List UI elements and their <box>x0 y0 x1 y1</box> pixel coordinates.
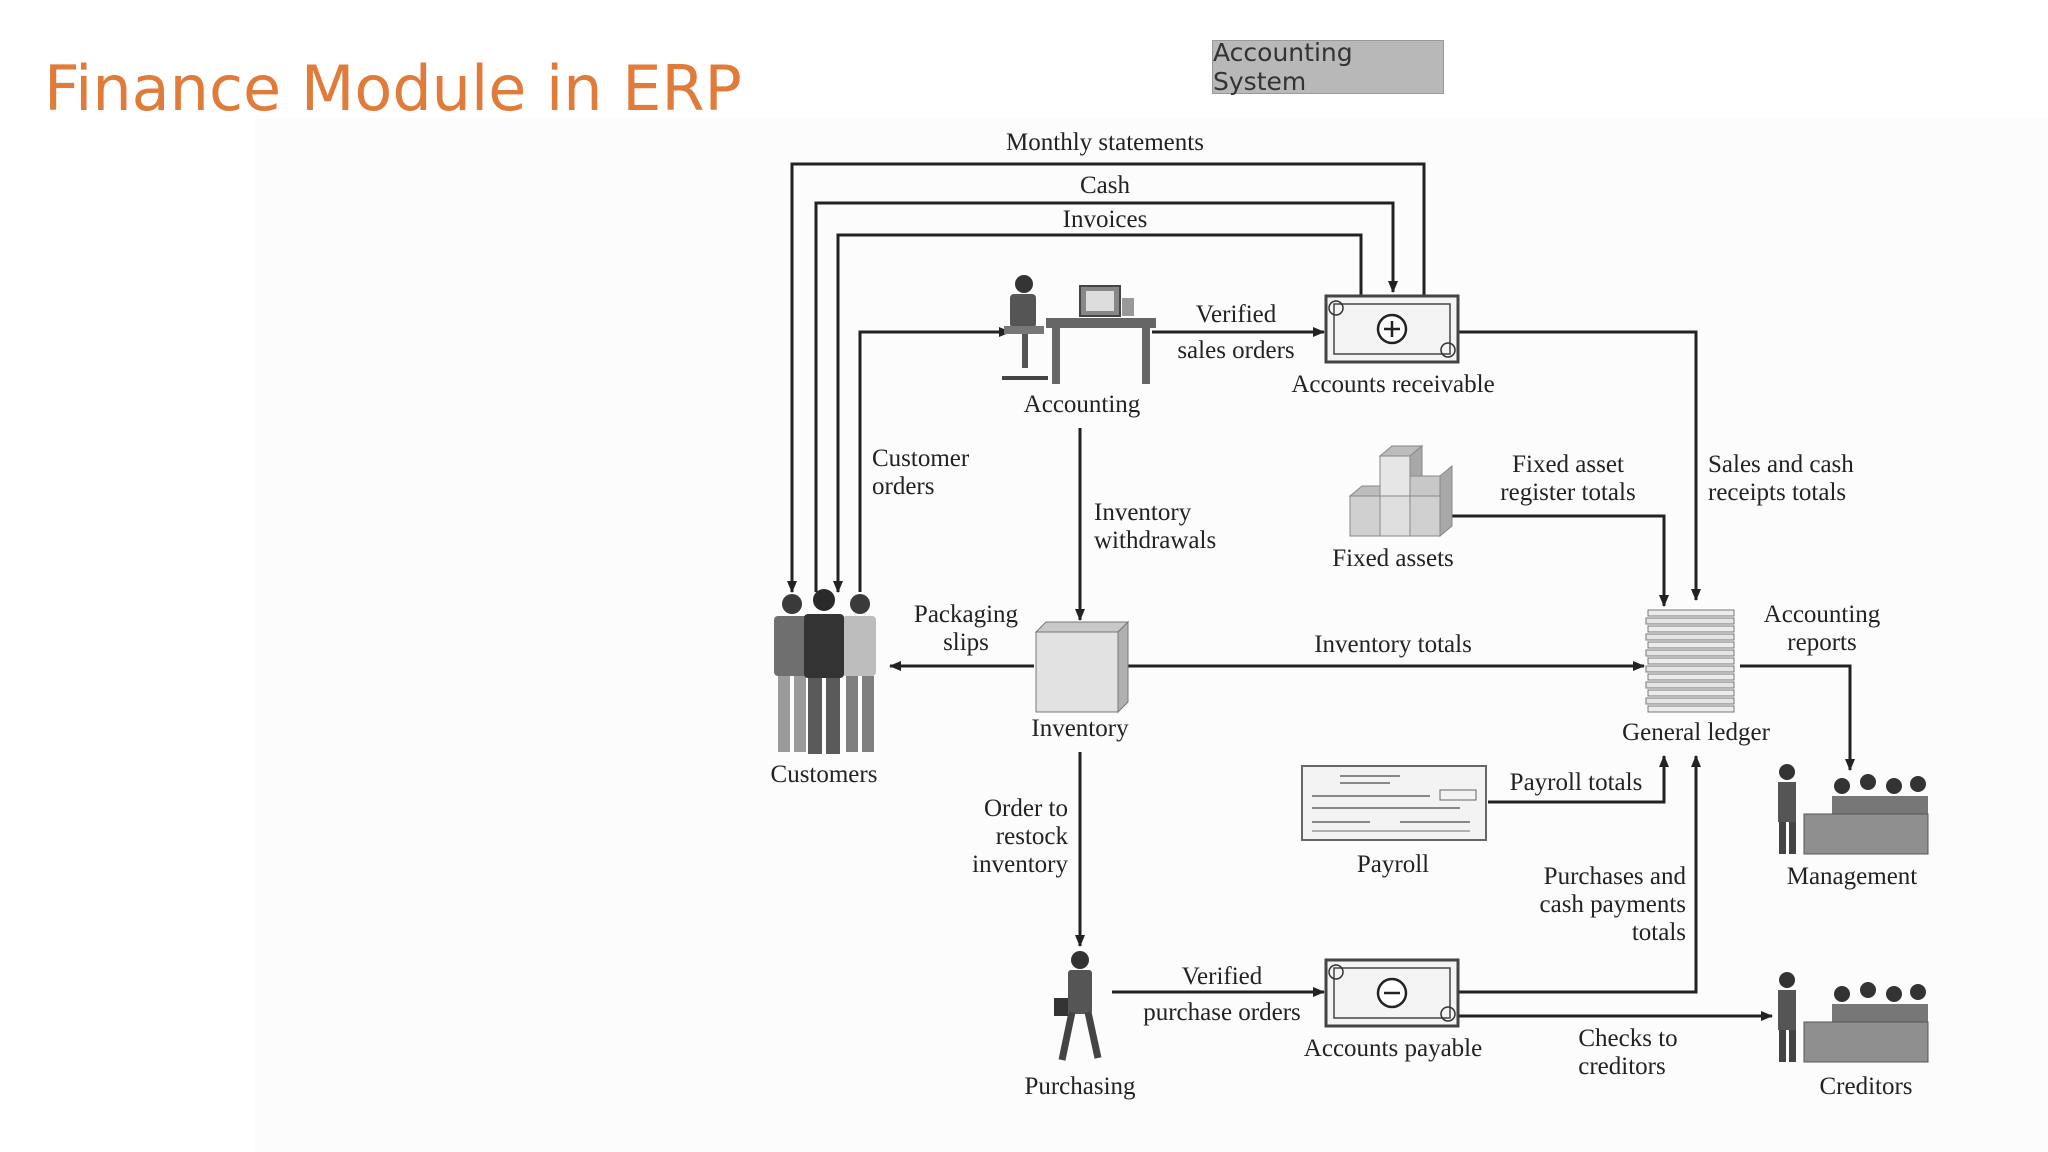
flow-sales-cash-receipts <box>1458 330 1701 601</box>
node-label-inventory: Inventory <box>1031 715 1129 742</box>
payroll-check-icon <box>1301 765 1487 841</box>
node-label-accounting: Accounting <box>1024 391 1141 418</box>
accounts-payable-icon <box>1324 958 1460 1028</box>
flow-cash <box>814 201 1398 592</box>
management-meeting-icon <box>1778 764 1929 855</box>
purchasing-person-icon <box>1054 951 1102 1061</box>
node-label-customers: Customers <box>771 761 878 788</box>
label-customer-orders-1: Customer <box>872 445 970 472</box>
label-inventory-totals: Inventory totals <box>1314 631 1472 658</box>
diagram-background <box>255 118 2048 1152</box>
node-label-accounts-payable: Accounts payable <box>1304 1035 1482 1062</box>
label-order-to-restock-2: restock <box>996 823 1069 850</box>
label-order-to-restock-1: Order to <box>984 795 1068 822</box>
label-accounting-reports-1: Accounting <box>1764 601 1881 628</box>
flow-invoices <box>833 233 1363 593</box>
node-label-management: Management <box>1787 863 1918 890</box>
label-inventory-withdrawals-2: withdrawals <box>1094 527 1216 554</box>
node-label-accounts-receivable: Accounts receivable <box>1291 371 1494 398</box>
node-label-purchasing: Purchasing <box>1024 1073 1136 1100</box>
label-verified-purchase-orders-1: Verified <box>1182 963 1263 990</box>
label-packaging-slips-2: slips <box>943 629 989 656</box>
flow-purchases-cash-payments <box>1458 755 1701 994</box>
label-customer-orders-2: orders <box>872 473 934 500</box>
label-verified-sales-orders-2: sales orders <box>1177 337 1294 364</box>
label-order-to-restock-3: inventory <box>972 851 1068 878</box>
flow-payroll-totals <box>1488 755 1669 804</box>
label-monthly-statements: Monthly statements <box>1006 129 1204 156</box>
label-packaging-slips-1: Packaging <box>914 601 1019 628</box>
label-sales-cash-receipts-2: receipts totals <box>1708 479 1846 506</box>
node-label-payroll: Payroll <box>1357 851 1429 878</box>
customers-figure-icon <box>774 589 876 754</box>
label-sales-cash-receipts-1: Sales and cash <box>1708 451 1854 478</box>
label-verified-purchase-orders-2: purchase orders <box>1143 999 1301 1026</box>
inventory-box-icon <box>1034 620 1130 714</box>
label-fixed-asset-register-1: Fixed asset <box>1512 451 1624 478</box>
label-invoices: Invoices <box>1063 206 1148 233</box>
label-purchases-cash-payments-2: cash payments <box>1540 891 1686 918</box>
node-label-general-ledger: General ledger <box>1622 719 1771 746</box>
label-checks-to-creditors-2: creditors <box>1578 1053 1665 1080</box>
label-checks-to-creditors-1: Checks to <box>1578 1025 1677 1052</box>
flow-monthly-statements <box>787 162 1426 593</box>
label-fixed-asset-register-2: register totals <box>1500 479 1635 506</box>
flow-customer-orders <box>858 327 1011 592</box>
label-inventory-withdrawals-1: Inventory <box>1094 499 1192 526</box>
label-cash: Cash <box>1080 172 1131 199</box>
fixed-assets-icon <box>1348 444 1453 538</box>
general-ledger-icon <box>1645 609 1735 713</box>
accounting-desk-icon <box>1002 275 1156 384</box>
creditors-meeting-icon <box>1778 972 1929 1063</box>
node-label-fixed-assets: Fixed assets <box>1332 545 1454 572</box>
label-accounting-reports-2: reports <box>1787 629 1856 656</box>
label-verified-sales-orders-1: Verified <box>1196 301 1277 328</box>
label-purchases-cash-payments-1: Purchases and <box>1544 863 1687 890</box>
flow-accounting-reports <box>1740 664 1855 771</box>
flow-fixed-asset-register <box>1440 514 1669 607</box>
node-label-creditors: Creditors <box>1819 1073 1912 1100</box>
label-purchases-cash-payments-3: totals <box>1632 919 1686 946</box>
accounts-receivable-icon <box>1324 294 1460 364</box>
page-title: Finance Module in ERP <box>44 52 742 125</box>
label-payroll-totals: Payroll totals <box>1510 769 1643 796</box>
system-label: Accounting System <box>1212 38 1444 96</box>
